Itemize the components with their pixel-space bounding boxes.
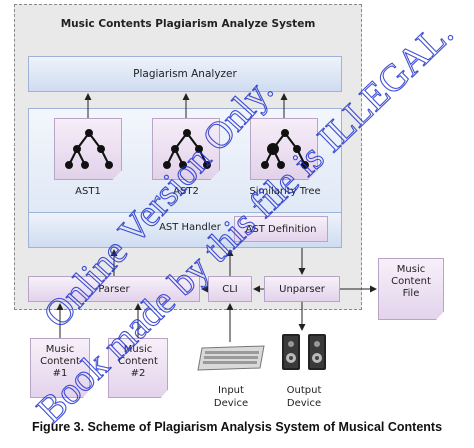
ast-definition-label: AST Definition — [245, 223, 317, 235]
keyboard-icon — [197, 345, 265, 371]
ast1-document — [54, 118, 122, 180]
ast1-label: AST1 — [75, 186, 101, 197]
input-device-label: Input Device — [213, 385, 249, 409]
unparser-label: Unparser — [279, 283, 325, 295]
music-content-1 — [30, 338, 90, 398]
cli-box: CLI — [208, 276, 252, 302]
plagiarism-analyzer-label: Plagiarism Analyzer — [133, 68, 237, 80]
ast2-label: AST2 — [173, 186, 199, 197]
system-title: Music Contents Plagiarism Analyze System — [60, 18, 316, 30]
plagiarism-analyzer-box: Plagiarism Analyzer — [28, 56, 342, 92]
ast-handler-label: AST Handler — [159, 222, 221, 233]
unparser-box: Unparser — [264, 276, 340, 302]
speakers-icon — [282, 334, 326, 370]
parser-box: Parser — [28, 276, 200, 302]
cli-label: CLI — [222, 283, 238, 295]
music-content-2 — [108, 338, 168, 398]
tree-icon — [261, 129, 309, 169]
tree-icon — [65, 129, 113, 169]
similarity-tree-label: Similarity Tree — [249, 186, 321, 197]
music-content-2-label: Music Content #2 — [118, 344, 158, 379]
music-content-file — [378, 258, 444, 320]
tree-icon — [163, 129, 211, 169]
ast-definition-box: AST Definition — [234, 216, 328, 242]
ast2-document — [152, 118, 220, 180]
output-device-label: Output Device — [286, 385, 322, 409]
music-content-1-label: Music Content #1 — [40, 344, 80, 379]
parser-label: Parser — [98, 283, 130, 295]
music-content-file-label: Music Content File — [391, 264, 431, 299]
figure-caption: Figure 3. Scheme of Plagiarism Analysis … — [31, 420, 443, 434]
similarity-tree-document — [250, 118, 318, 180]
